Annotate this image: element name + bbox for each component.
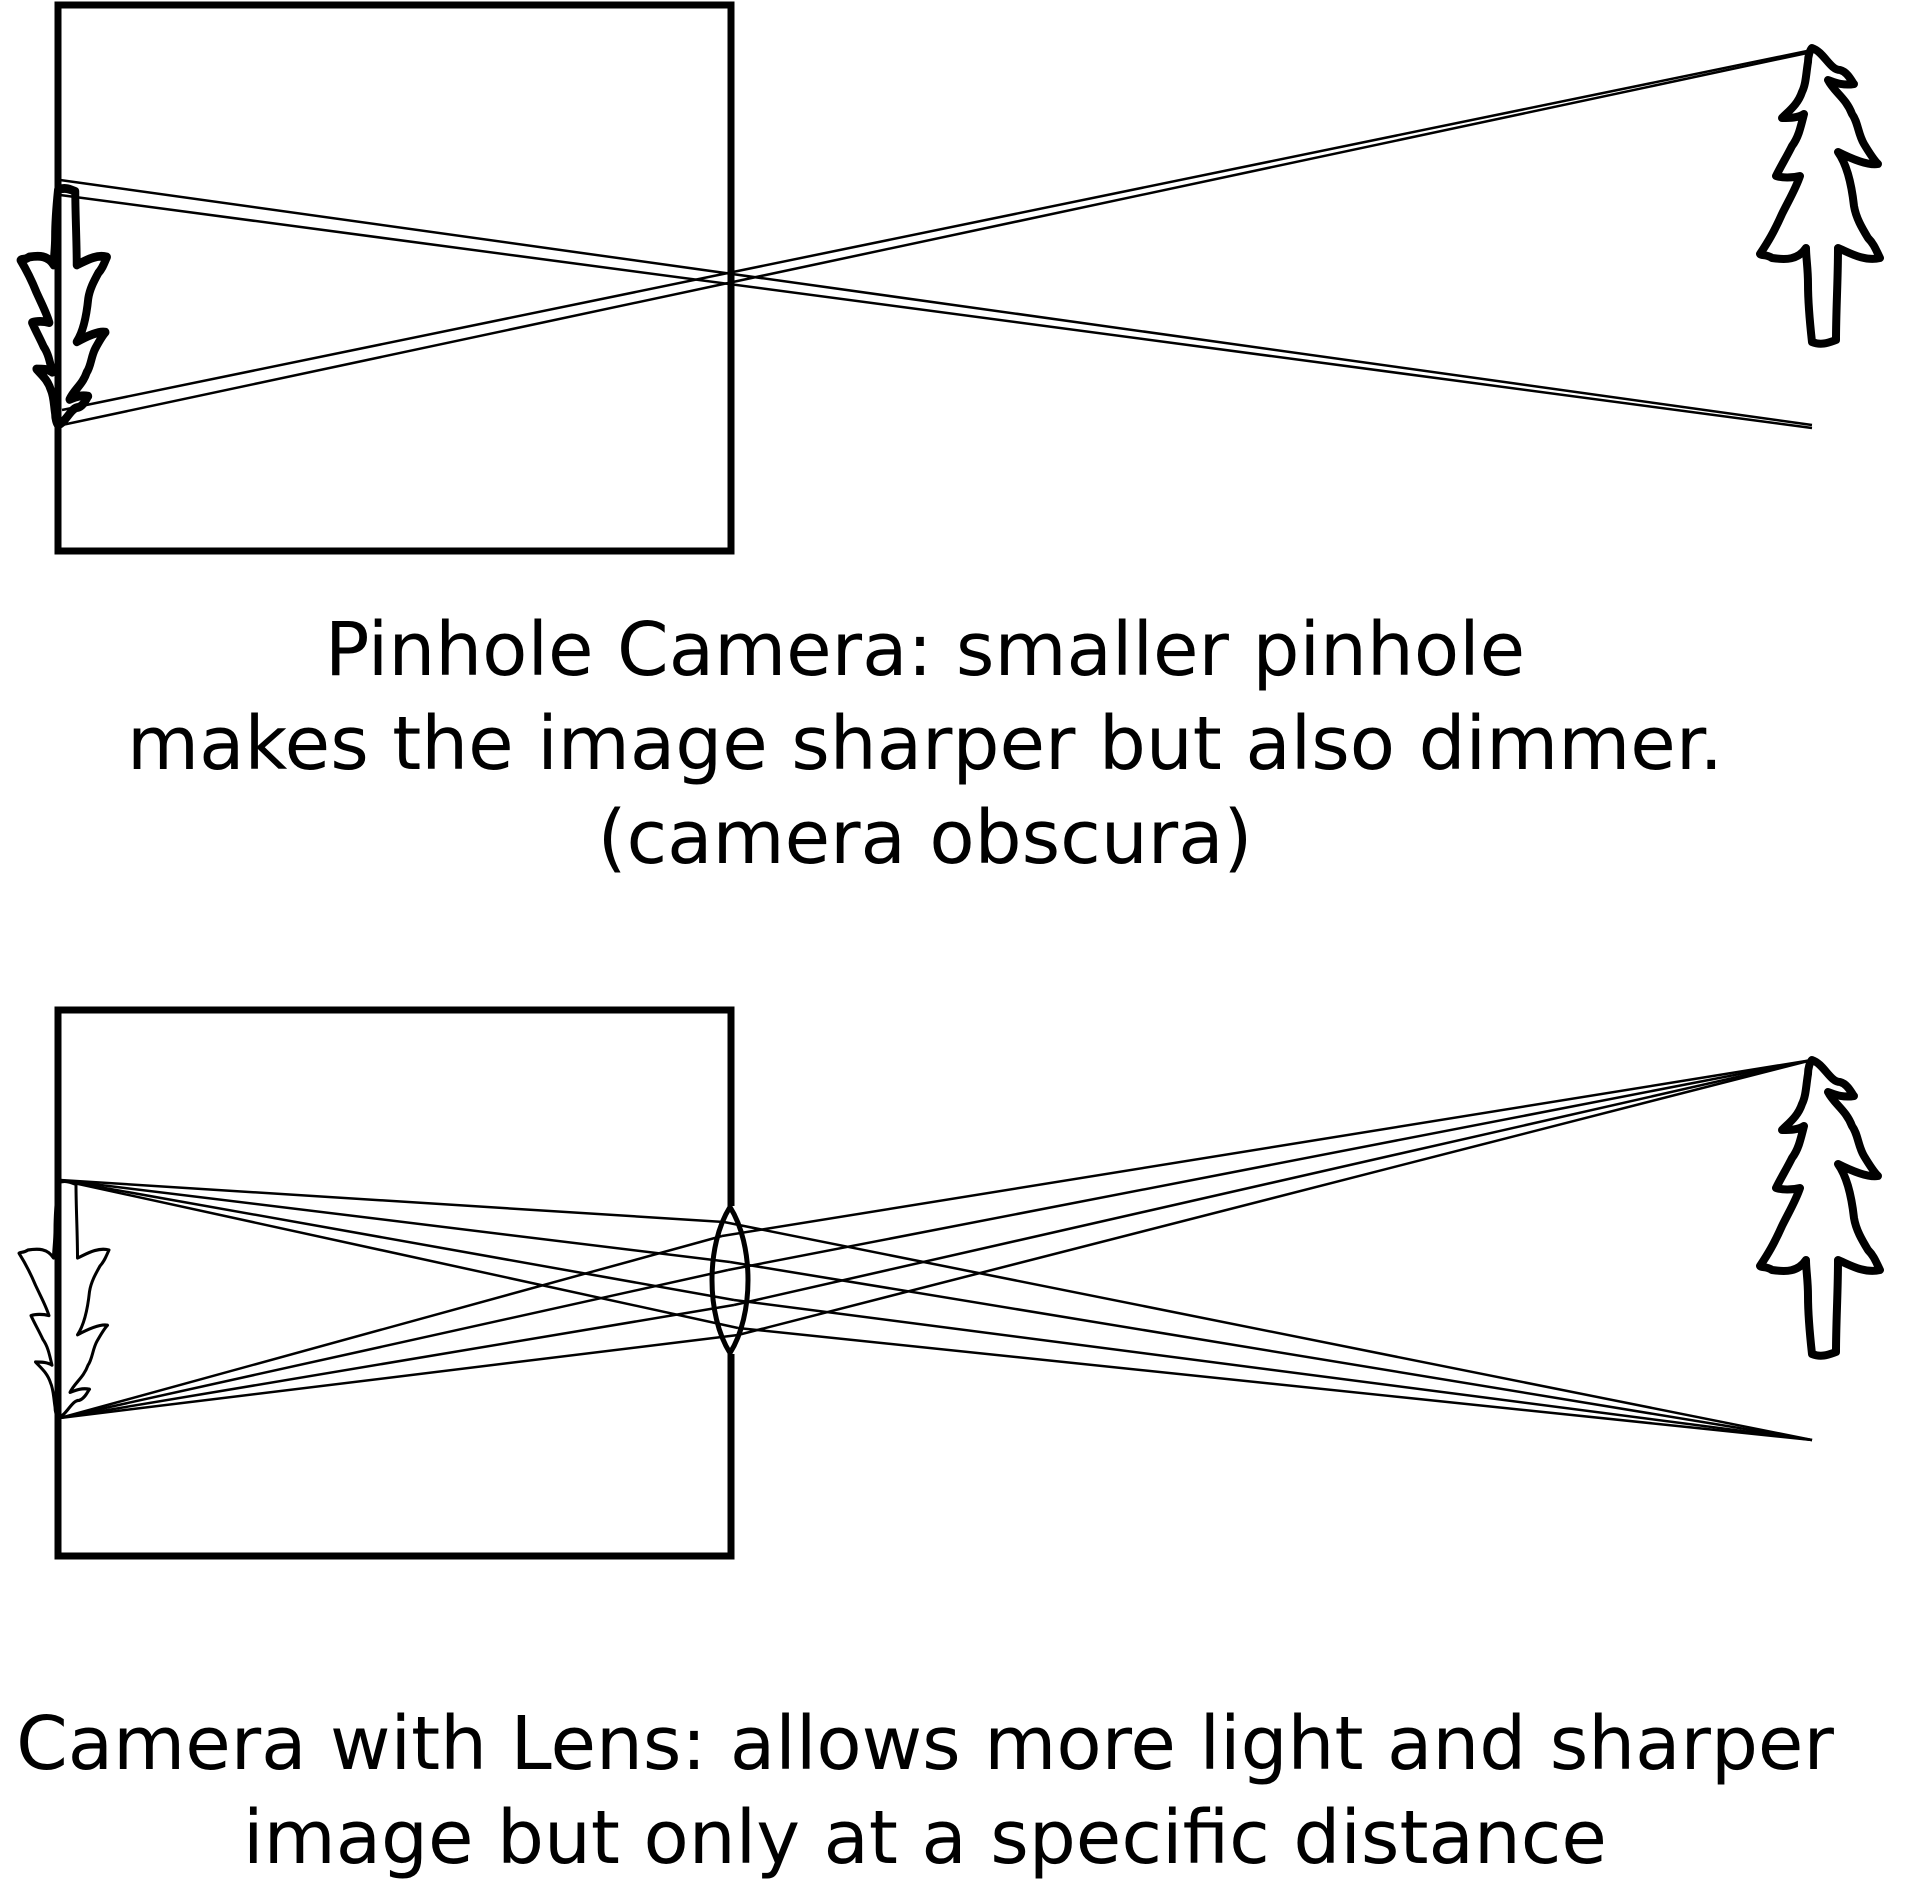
caption-line: (camera obscura) <box>597 795 1253 881</box>
caption-line: image but only at a specific distance <box>243 1795 1607 1881</box>
inverted-image-tree-icon <box>21 188 107 425</box>
convex-lens-icon <box>709 1202 751 1358</box>
object-tree-icon <box>1760 48 1880 344</box>
lens-camera-caption: Camera with Lens: allows more light and … <box>0 1697 1850 1885</box>
caption-line: makes the image sharper but also dimmer. <box>127 701 1723 787</box>
pinhole-camera-diagram <box>21 1 1880 555</box>
pinhole-camera-box <box>54 1 735 555</box>
caption-line: Pinhole Camera: smaller pinhole <box>324 607 1526 693</box>
lens-camera-box <box>54 1006 735 1560</box>
lens-aperture-gap <box>722 1206 740 1354</box>
pinhole-camera-caption: Pinhole Camera: smaller pinhole makes th… <box>0 603 1850 885</box>
lens-light-rays <box>59 1058 1813 1442</box>
inverted-image-tree-icon <box>17 1179 111 1420</box>
caption-line: Camera with Lens: allows more light and … <box>16 1701 1834 1787</box>
pinhole-light-rays <box>59 48 1813 430</box>
lens-camera-diagram <box>17 1006 1880 1560</box>
object-tree-icon <box>1760 1060 1880 1356</box>
